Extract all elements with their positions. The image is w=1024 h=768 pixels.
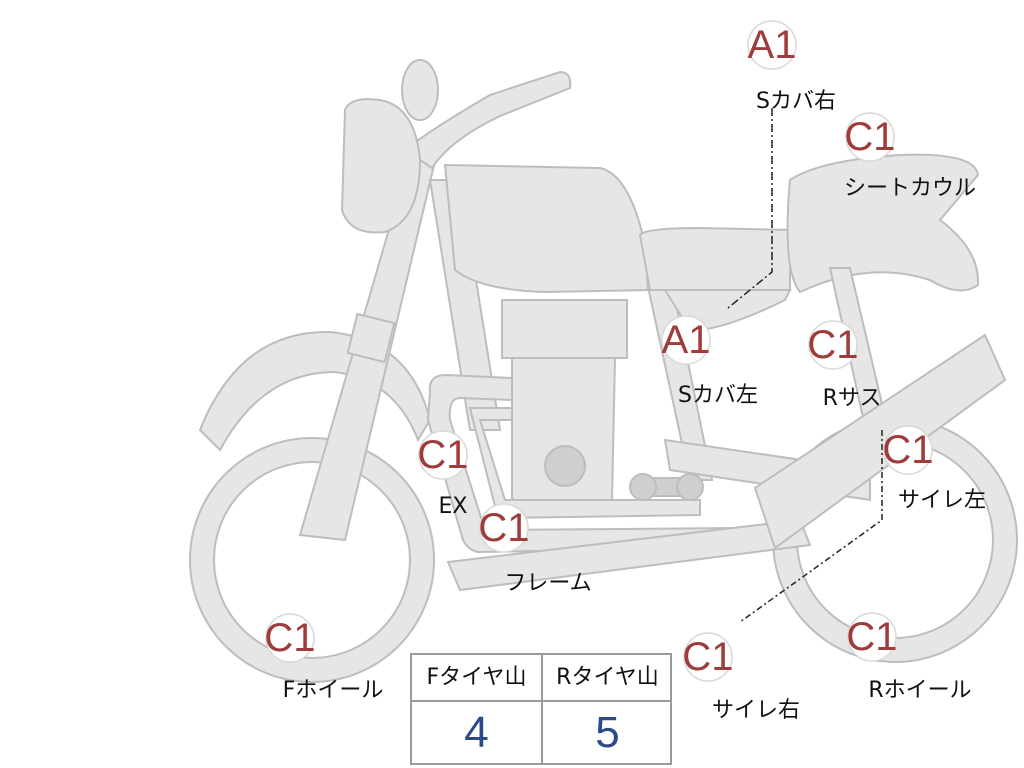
fuel-tank-shape bbox=[443, 163, 650, 294]
grade-text: A1 bbox=[662, 318, 711, 362]
callout-s-cover-left: A1 Sカバ左 bbox=[661, 315, 758, 408]
callout-r-wheel: C1 Rホイール bbox=[846, 612, 972, 703]
part-label: Sカバ左 bbox=[678, 383, 758, 408]
leader-lines bbox=[727, 108, 883, 623]
grade-badge bbox=[747, 20, 797, 70]
handlebar-shape bbox=[403, 70, 572, 170]
grade-text: C1 bbox=[844, 115, 895, 159]
front-tire-header: Fタイヤ山 bbox=[412, 655, 541, 702]
part-label: EX bbox=[439, 494, 468, 519]
callout-seat-cowl: C1 シートカウル bbox=[844, 112, 976, 201]
front-tire-column: Fタイヤ山 4 bbox=[412, 655, 543, 763]
rear-tire-header: Rタイヤ山 bbox=[543, 655, 672, 702]
grade-badge bbox=[845, 112, 895, 162]
grade-text: C1 bbox=[882, 428, 933, 472]
muffler-shape bbox=[753, 333, 1007, 550]
front-wheel-shape bbox=[190, 438, 434, 682]
grade-text: A1 bbox=[748, 23, 797, 67]
grade-badge bbox=[418, 430, 468, 480]
callout-exhaust: C1 EX bbox=[417, 430, 469, 519]
grade-badge bbox=[847, 612, 897, 662]
headlight-shape bbox=[340, 98, 422, 234]
motorcycle-silhouette bbox=[189, 59, 1018, 683]
callout-f-wheel: C1 Fホイール bbox=[264, 613, 384, 703]
grade-badge bbox=[683, 632, 733, 682]
part-label: Fホイール bbox=[283, 678, 384, 703]
part-label: Rサス bbox=[823, 386, 882, 411]
front-fender-shape bbox=[198, 330, 432, 452]
engine-top-shape bbox=[501, 299, 628, 359]
part-label: Rホイール bbox=[868, 678, 971, 703]
grade-text: C1 bbox=[807, 323, 858, 367]
part-label: シートカウル bbox=[844, 176, 976, 201]
callout-frame: C1 フレーム bbox=[478, 503, 592, 596]
grade-badge bbox=[661, 315, 711, 365]
rear-tire-column: Rタイヤ山 5 bbox=[543, 655, 672, 763]
callout-r-suspension: C1 Rサス bbox=[807, 320, 882, 411]
grade-text: C1 bbox=[478, 506, 529, 550]
grade-badge bbox=[808, 320, 858, 370]
grade-badge bbox=[479, 503, 529, 553]
grade-text: C1 bbox=[846, 615, 897, 659]
part-label: サイレ右 bbox=[712, 698, 800, 723]
front-tire-value: 4 bbox=[464, 708, 489, 757]
grade-text: C1 bbox=[417, 433, 468, 477]
grade-badge bbox=[883, 425, 933, 475]
rear-tire-value: 5 bbox=[595, 708, 620, 757]
part-label: フレーム bbox=[504, 571, 591, 596]
grade-text: C1 bbox=[264, 616, 315, 660]
seat-shape bbox=[638, 226, 791, 291]
grade-badge bbox=[265, 613, 315, 663]
part-label: Sカバ右 bbox=[756, 89, 836, 114]
seat-cowl-shape bbox=[786, 153, 980, 294]
callout-silencer-right: C1 サイレ右 bbox=[682, 632, 800, 723]
callout-s-cover-right: A1 Sカバ右 bbox=[747, 20, 836, 114]
tire-tread-table: Fタイヤ山 4 Rタイヤ山 5 bbox=[410, 653, 672, 765]
callout-silencer-left: C1 サイレ左 bbox=[882, 425, 986, 513]
grade-text: C1 bbox=[682, 635, 733, 679]
part-label: サイレ左 bbox=[898, 488, 986, 513]
